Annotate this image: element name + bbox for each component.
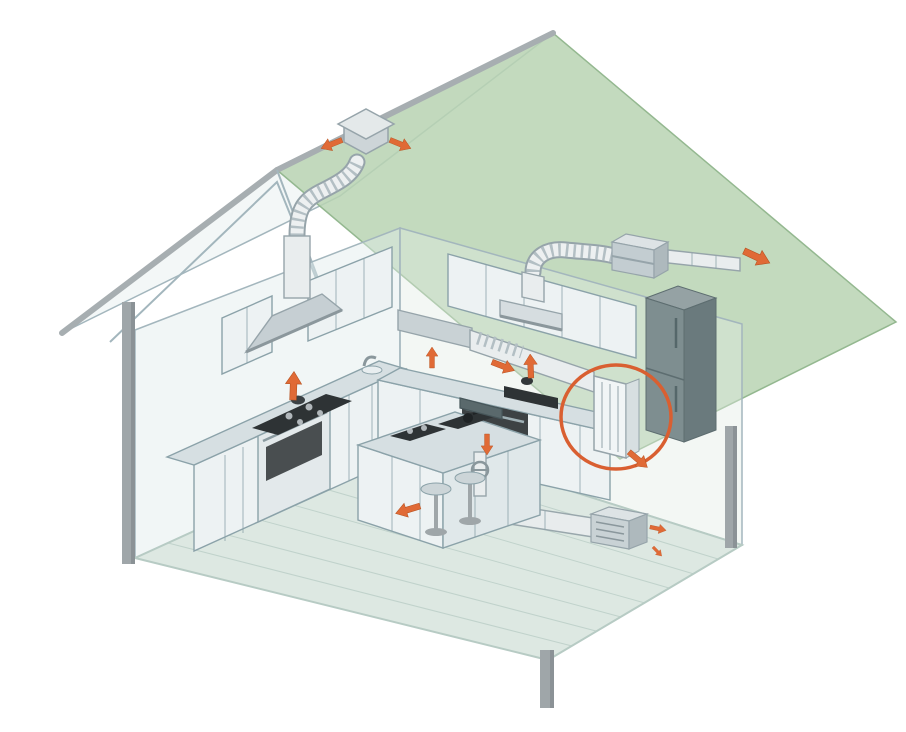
chimney-hood-system xyxy=(243,108,396,354)
oven-window xyxy=(266,421,322,481)
airflow-arrow-wall-exhaust xyxy=(742,247,771,266)
airflow-arrows xyxy=(284,137,771,557)
range xyxy=(252,394,352,524)
inline-fan xyxy=(610,233,670,280)
airflow-arrow-duct-inlet xyxy=(425,346,439,369)
airflow-arrow-under-island xyxy=(395,502,422,518)
island xyxy=(355,397,543,549)
posts xyxy=(122,302,737,708)
island-top xyxy=(355,411,543,474)
cooktop2 xyxy=(504,386,558,409)
downdraft-vent xyxy=(459,397,503,420)
upper-cabinets xyxy=(221,245,637,376)
airflow-arrow-roof-cap-left xyxy=(320,137,344,151)
wall-vent xyxy=(593,375,640,459)
airflow-arrow-soffit-duct xyxy=(490,359,515,374)
refrigerator xyxy=(644,285,718,443)
sink xyxy=(361,365,383,375)
kettle xyxy=(521,377,533,385)
airflow-arrow-wall-vent-out xyxy=(626,449,648,468)
faucet-icon xyxy=(362,355,377,367)
hood-chimney xyxy=(283,235,311,299)
upper-cabinet-right-run xyxy=(447,253,637,359)
airflow-arrow-roof-cap-right xyxy=(388,137,412,151)
exterior-vent xyxy=(588,506,650,550)
ceiling-hood-system xyxy=(499,233,741,332)
airflow-arrow-underfloor-exit-2 xyxy=(651,545,662,557)
airflow-arrow-cooktop2-updraft xyxy=(523,353,538,379)
airflow-arrow-downdraft xyxy=(480,433,494,456)
hood2-chimney xyxy=(521,271,545,303)
airflow-arrow-range-updraft xyxy=(284,370,303,401)
highlight-circle xyxy=(559,363,673,471)
gable-inner-line xyxy=(109,180,334,343)
airflow-arrow-underfloor-exit xyxy=(649,524,667,534)
bar-stools xyxy=(420,471,486,536)
wall-duct xyxy=(667,249,741,272)
roof-cap-vent xyxy=(336,108,396,155)
range-cooktop xyxy=(252,394,352,435)
roof-fascia-left xyxy=(59,167,280,336)
